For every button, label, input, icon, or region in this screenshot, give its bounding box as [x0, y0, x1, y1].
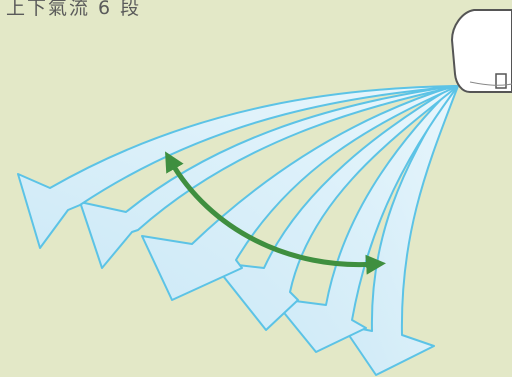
swing-arrow [165, 151, 386, 275]
air-conditioner-icon [450, 9, 512, 93]
caption-title: 上下氣流 6 段 [6, 0, 142, 19]
airflow-arrow-6 [341, 85, 459, 376]
airflow-arrow-1 [17, 85, 459, 249]
